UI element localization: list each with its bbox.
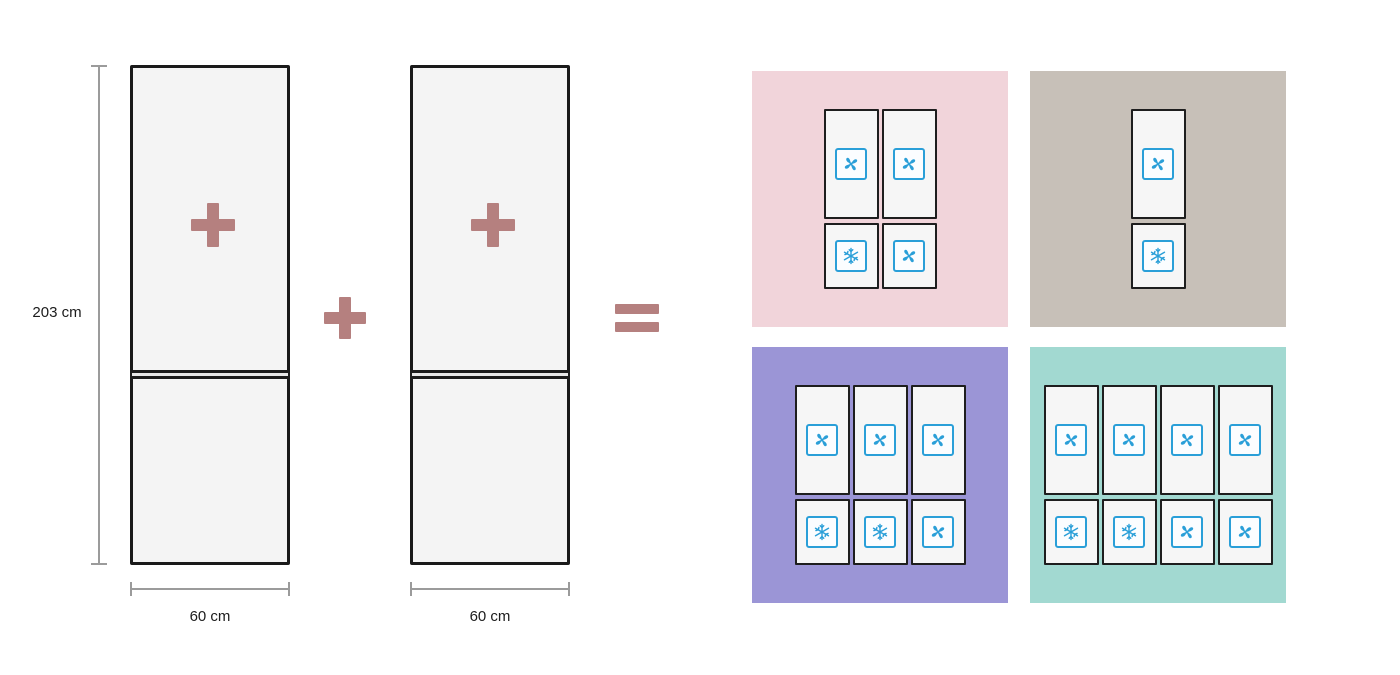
fridge-door bbox=[1217, 499, 1273, 565]
fridge-door bbox=[1101, 385, 1157, 495]
door-row bbox=[1130, 109, 1186, 219]
door-grid bbox=[1130, 109, 1186, 289]
door-row bbox=[1130, 223, 1186, 289]
fridge-door bbox=[1043, 499, 1099, 565]
fridge-door bbox=[1043, 385, 1099, 495]
fridge-door bbox=[823, 109, 879, 219]
fridge-door bbox=[1130, 223, 1186, 289]
equals-icon bbox=[615, 304, 659, 332]
fridge-freezer-divider bbox=[132, 370, 288, 379]
combination-tile-purple bbox=[752, 347, 1008, 603]
fan-icon bbox=[1142, 148, 1174, 180]
snowflake-icon bbox=[1113, 516, 1145, 548]
fan-icon bbox=[864, 424, 896, 456]
fridge-door bbox=[794, 385, 850, 495]
fridge-door bbox=[1159, 499, 1215, 565]
fridge-door bbox=[794, 499, 850, 565]
fan-icon bbox=[922, 424, 954, 456]
snowflake-icon bbox=[1142, 240, 1174, 272]
fan-icon bbox=[835, 148, 867, 180]
door-row bbox=[1043, 499, 1273, 565]
snowflake-icon bbox=[1055, 516, 1087, 548]
fan-icon bbox=[1229, 424, 1261, 456]
fan-icon bbox=[922, 516, 954, 548]
width-dimension-label-right: 60 cm bbox=[469, 608, 511, 625]
fan-icon bbox=[806, 424, 838, 456]
fridge-door bbox=[1130, 109, 1186, 219]
door-row bbox=[1043, 385, 1273, 495]
door-row bbox=[794, 499, 966, 565]
snowflake-icon bbox=[806, 516, 838, 548]
door-row bbox=[823, 223, 937, 289]
plus-icon bbox=[191, 203, 235, 247]
fan-icon bbox=[1229, 516, 1261, 548]
plus-icon bbox=[471, 203, 515, 247]
width-measure-line-left bbox=[130, 582, 290, 596]
height-measure-line bbox=[91, 65, 107, 565]
height-dimension-label: 203 cm bbox=[32, 304, 82, 321]
snowflake-icon bbox=[864, 516, 896, 548]
width-dimension-label-left: 60 cm bbox=[189, 608, 231, 625]
combination-tile-pink bbox=[752, 71, 1008, 327]
fan-icon bbox=[893, 240, 925, 272]
fridge-freezer-divider bbox=[412, 370, 568, 379]
fridge-left bbox=[130, 65, 290, 565]
plus-icon bbox=[324, 297, 366, 339]
combination-tile-taupe bbox=[1030, 71, 1286, 327]
door-row bbox=[794, 385, 966, 495]
fridge-door bbox=[1217, 385, 1273, 495]
fridge-door bbox=[910, 499, 966, 565]
fan-icon bbox=[1171, 516, 1203, 548]
fridge-door bbox=[1101, 499, 1157, 565]
door-grid bbox=[823, 109, 937, 289]
door-grid bbox=[1043, 385, 1273, 565]
door-grid bbox=[794, 385, 966, 565]
fan-icon bbox=[1113, 424, 1145, 456]
fridge-door bbox=[1159, 385, 1215, 495]
door-row bbox=[823, 109, 937, 219]
fan-icon bbox=[1055, 424, 1087, 456]
fan-icon bbox=[893, 148, 925, 180]
fridge-door bbox=[881, 109, 937, 219]
fridge-door bbox=[881, 223, 937, 289]
fridge-right bbox=[410, 65, 570, 565]
fridge-door bbox=[823, 223, 879, 289]
fridge-door bbox=[852, 385, 908, 495]
fridge-door bbox=[852, 499, 908, 565]
width-measure-line-right bbox=[410, 582, 570, 596]
combination-tile-teal bbox=[1030, 347, 1286, 603]
snowflake-icon bbox=[835, 240, 867, 272]
fan-icon bbox=[1171, 424, 1203, 456]
fridge-door bbox=[910, 385, 966, 495]
